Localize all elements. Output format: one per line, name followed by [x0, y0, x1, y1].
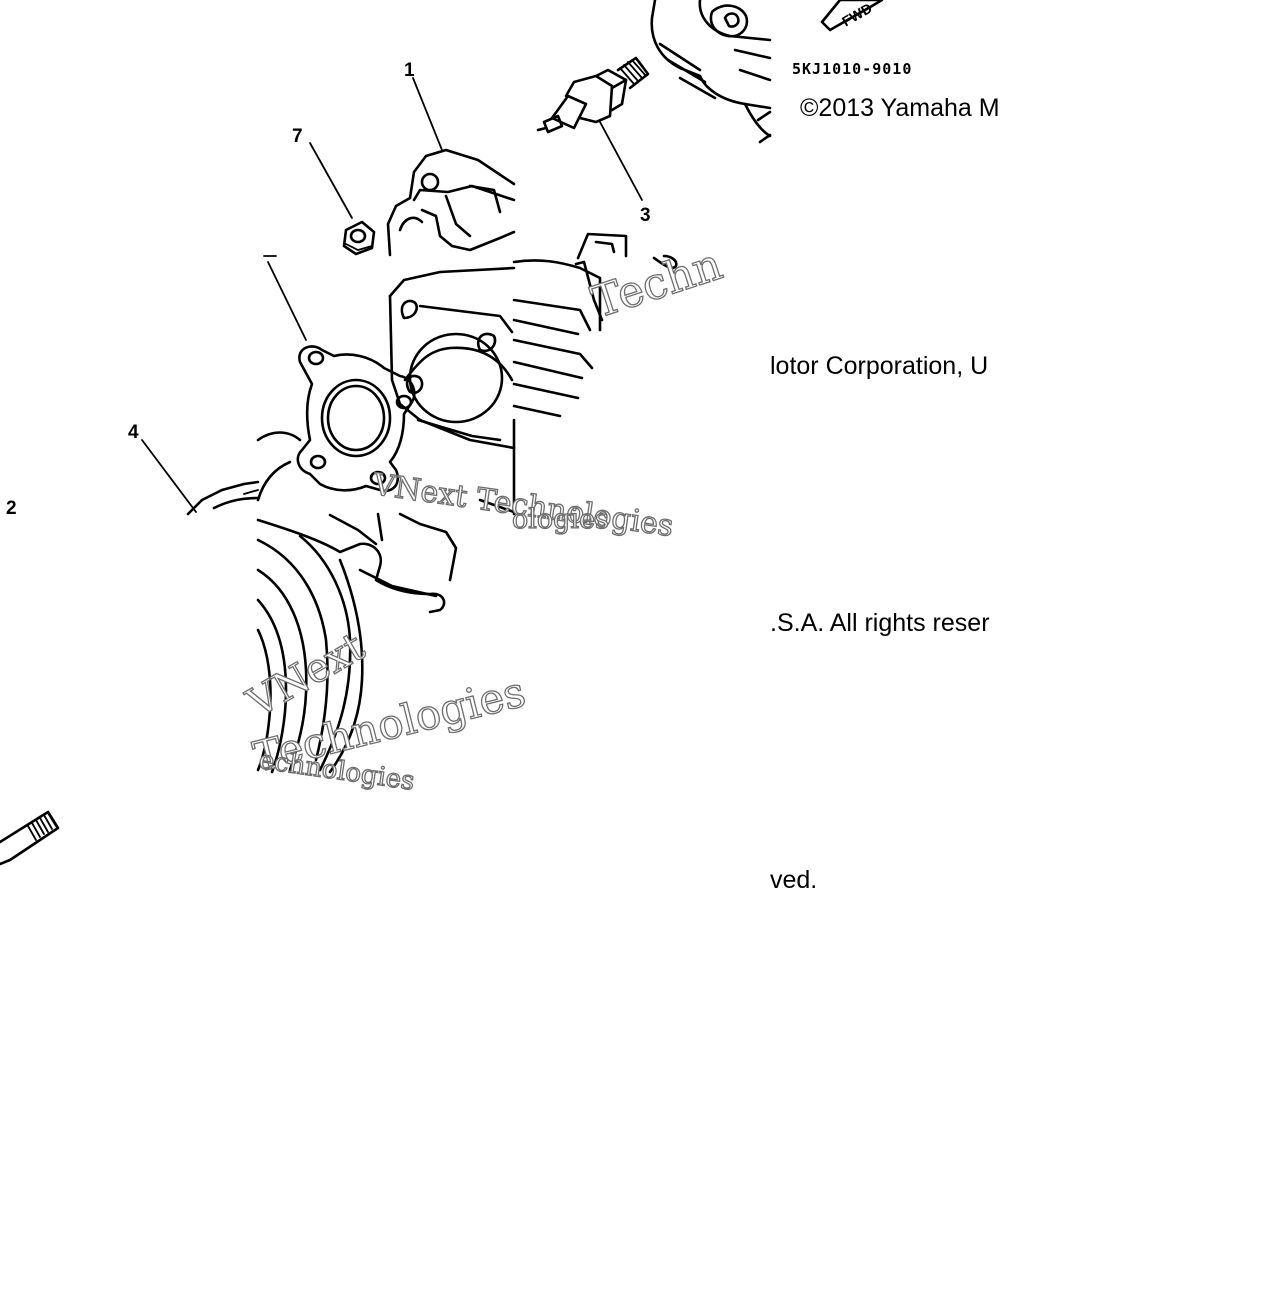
copyright-line-1: ©2013 Yamaha M — [800, 94, 1000, 122]
leader-line-4 — [141, 439, 197, 513]
leader-line-3 — [599, 121, 643, 201]
spark-plug — [536, 56, 650, 134]
leader-line-5 — [267, 261, 307, 341]
reed-valve-gasket — [576, 232, 678, 270]
copyright-line-2: lotor Corporation, U — [770, 352, 989, 380]
callout-2: 2 — [6, 498, 17, 519]
intake-manifold — [386, 148, 516, 257]
leader-line-1 — [412, 77, 443, 151]
part-code-label: 5KJ1010-9010 — [792, 60, 912, 78]
copyright-line-4: ved. — [770, 866, 818, 894]
callout-4: 4 — [128, 422, 139, 443]
callout-3: 3 — [640, 205, 651, 226]
watermark-text: Techn — [586, 239, 729, 329]
callout-7: 7 — [292, 126, 303, 147]
stud-bolt — [0, 810, 60, 866]
watermark-text: ologies — [512, 504, 609, 535]
fwd-label: FWD — [839, 0, 875, 30]
piston — [186, 480, 260, 516]
nut — [342, 220, 376, 256]
forward-arrow-icon: FWD — [820, 0, 884, 32]
copyright-line-3: .S.A. All rights reser — [770, 609, 990, 637]
cylinder-base — [256, 460, 458, 774]
callout-1: 1 — [404, 60, 415, 81]
cylinder-head — [650, 0, 772, 144]
cylinder-body — [388, 259, 604, 516]
cylinder-gasket — [256, 345, 416, 493]
leader-line-7 — [309, 142, 353, 219]
